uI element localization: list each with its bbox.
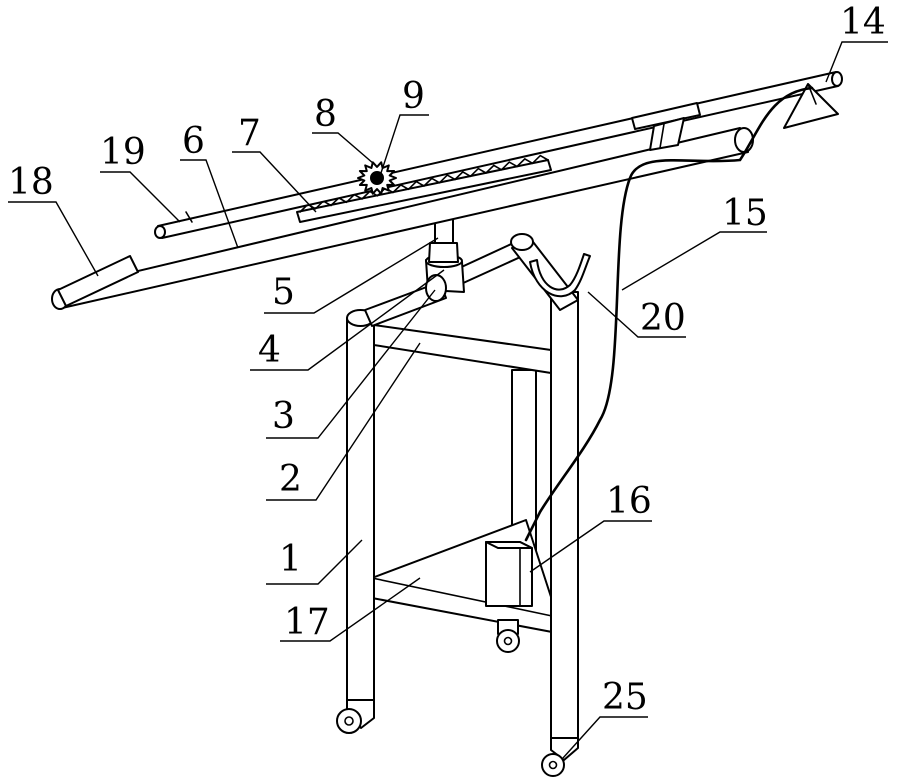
- front-wheel-left: [336, 708, 362, 734]
- leader-lines: [8, 41, 888, 759]
- label-16: 16: [606, 481, 652, 522]
- rod-sleeve: [631, 102, 701, 130]
- label-5: 5: [272, 272, 295, 313]
- label-14: 14: [840, 2, 886, 43]
- label-19: 19: [100, 132, 146, 173]
- back-wheel: [496, 619, 520, 653]
- cradle: [529, 253, 591, 298]
- front-leg-right: [550, 291, 579, 761]
- rack: [296, 154, 552, 223]
- label-17: 17: [284, 602, 330, 643]
- crossbar: [373, 324, 552, 374]
- main-beam: [51, 127, 754, 310]
- rear-post: [510, 233, 579, 311]
- label-9: 9: [402, 76, 425, 117]
- control-box: [485, 541, 533, 607]
- label-8: 8: [314, 94, 337, 135]
- rod-bracket: [649, 117, 685, 151]
- handle: [57, 255, 139, 307]
- shaft: [428, 216, 459, 263]
- label-15: 15: [722, 193, 768, 234]
- label-1: 1: [279, 539, 302, 580]
- gear: [357, 161, 397, 195]
- front-wheel-right: [541, 753, 565, 777]
- label-20: 20: [640, 298, 686, 339]
- label-6: 6: [182, 121, 205, 162]
- cable: [524, 86, 814, 542]
- label-18: 18: [8, 162, 54, 203]
- label-3: 3: [272, 396, 295, 437]
- label-4: 4: [258, 330, 281, 371]
- label-7: 7: [238, 113, 261, 154]
- callouts: 1 2 3 4 5 6 7 8 9 14 15 16 17 18 19 20 2…: [8, 2, 886, 718]
- label-25: 25: [602, 677, 648, 718]
- label-2: 2: [279, 459, 302, 500]
